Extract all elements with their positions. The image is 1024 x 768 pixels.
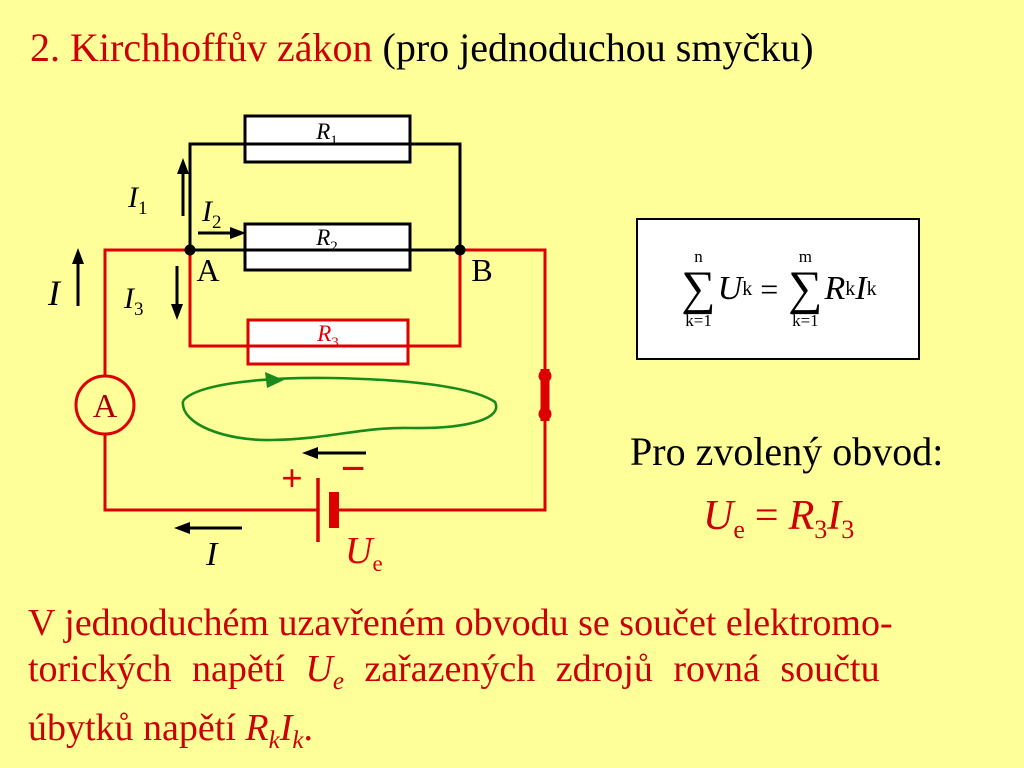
paragraph-line-2: torických napětí Ue zařazených zdrojů ro… bbox=[28, 646, 996, 705]
line3-r-sub: k bbox=[268, 727, 280, 754]
line2-text-post: zařazených zdrojů rovná součtu bbox=[343, 648, 880, 690]
formula-u-sub: k bbox=[742, 277, 753, 300]
resistor-r1-box bbox=[243, 114, 412, 164]
eq-i-sub: 3 bbox=[841, 515, 855, 544]
current-bottom-arrow bbox=[174, 522, 242, 534]
eq-equals: = bbox=[754, 493, 779, 539]
line3-r: R bbox=[245, 707, 269, 749]
sum-upper-n: n bbox=[694, 246, 703, 266]
node-a-dot bbox=[184, 244, 196, 256]
wire-bottom-left bbox=[103, 434, 318, 512]
formula-u: U bbox=[717, 270, 743, 307]
formula-r: R bbox=[824, 270, 846, 307]
chosen-circuit-equation: Ue =R3I3 bbox=[703, 492, 854, 545]
slide-title-suffix: (pro jednoduchou smyčku) bbox=[372, 25, 814, 70]
sum-lower-2: k=1 bbox=[792, 310, 819, 330]
sigma-icon: ∑ bbox=[681, 262, 716, 316]
battery-minus-label: − bbox=[340, 444, 365, 493]
formula-equals: = bbox=[760, 270, 779, 307]
chosen-circuit-heading: Pro zvolený obvod: bbox=[630, 429, 944, 474]
ammeter-label: A bbox=[93, 388, 118, 425]
wire-right-upper bbox=[460, 248, 547, 372]
eq-r: R bbox=[788, 493, 815, 539]
resistor-r2-box bbox=[243, 222, 412, 272]
sigma-icon-2: ∑ bbox=[788, 262, 823, 316]
line2-u: U bbox=[305, 648, 333, 690]
line3-i-sub: k bbox=[292, 727, 304, 754]
wire-r3-branch bbox=[188, 250, 462, 348]
current-i3-arrow bbox=[171, 266, 183, 320]
sum-drops: m ∑ k=1 bbox=[788, 246, 823, 331]
current-i1-label: I1 bbox=[127, 181, 148, 219]
formula-i: I bbox=[855, 270, 867, 307]
line3-i: I bbox=[279, 707, 293, 749]
node-b-dot bbox=[454, 244, 466, 256]
emf-label: Ue bbox=[345, 530, 383, 576]
current-main-label: I bbox=[47, 273, 62, 313]
slide-title: 2. Kirchhoffův zákon (pro jednoduchou sm… bbox=[30, 24, 814, 71]
current-main-arrow bbox=[72, 248, 84, 306]
battery-current-arrow bbox=[302, 447, 366, 459]
paragraph-line-1: V jednoduchém uzavřeném obvodu se součet… bbox=[28, 602, 893, 644]
eq-i: I bbox=[827, 493, 842, 539]
line3-period: . bbox=[303, 707, 314, 749]
sum-lower-1: k=1 bbox=[685, 310, 712, 330]
eq-u: U bbox=[703, 493, 734, 539]
current-i2-label: I2 bbox=[201, 195, 222, 233]
wire-right-lower bbox=[334, 420, 547, 512]
explanation-paragraph: V jednoduchém uzavřeném obvodu se součet… bbox=[28, 600, 996, 764]
resistor-r3-label: R3 bbox=[316, 321, 339, 351]
eq-r-sub: 3 bbox=[814, 515, 828, 544]
line3-text-pre: úbytků napětí bbox=[28, 707, 246, 749]
paragraph-line-3: úbytků napětí RkIk. bbox=[28, 705, 996, 764]
battery-plus-label: + bbox=[281, 458, 303, 500]
switch-contact-top bbox=[538, 369, 552, 383]
resistor-r2-label: R2 bbox=[315, 225, 338, 255]
line2-text-pre: torických napětí bbox=[28, 648, 306, 690]
current-bottom-label: I bbox=[205, 536, 219, 573]
slide-title-main: 2. Kirchhoffův zákon bbox=[30, 25, 373, 70]
formula-i-sub: k bbox=[866, 277, 877, 300]
sum-voltages: n ∑ k=1 bbox=[681, 246, 716, 331]
current-i1-arrow bbox=[177, 158, 189, 216]
line2-u-sub: e bbox=[332, 668, 344, 695]
current-i2-arrow bbox=[198, 227, 246, 239]
node-a-label: A bbox=[196, 252, 219, 288]
switch-contact-bottom bbox=[538, 407, 552, 421]
formula-r-sub: k bbox=[845, 277, 856, 300]
node-b-label: B bbox=[471, 252, 492, 288]
resistor-r1-label: R1 bbox=[315, 119, 338, 149]
ammeter-circle bbox=[74, 374, 136, 436]
wire-left-upper bbox=[103, 248, 190, 376]
resistor-r3-box bbox=[246, 318, 410, 366]
current-i3-label: I3 bbox=[123, 282, 144, 320]
loop-direction-arrow bbox=[181, 372, 498, 442]
eq-u-sub: e bbox=[733, 515, 745, 544]
wire-r1-branch bbox=[188, 142, 462, 250]
sum-upper-m: m bbox=[798, 246, 812, 266]
